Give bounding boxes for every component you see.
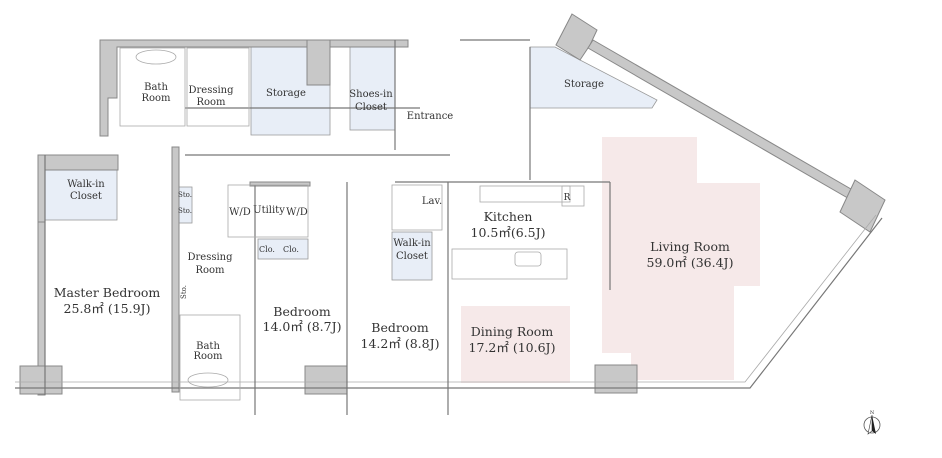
storage-right-area	[529, 46, 658, 109]
storage-right-label: Storage	[564, 79, 604, 90]
bedroom-1-area: 14.0㎡ (8.7J)	[263, 319, 342, 334]
kitchen-label: Kitchen	[484, 209, 533, 224]
clo-2-label: Clo.	[283, 245, 299, 254]
shoes-closet-label-2: Closet	[355, 102, 387, 113]
dressing-bottom-label-2: Room	[195, 265, 225, 276]
sto-2-label: Sto.	[178, 207, 192, 215]
walls	[19, 13, 886, 396]
storage-center-label: Storage	[266, 88, 306, 99]
bath-bottom-label-2: Room	[193, 351, 223, 362]
dining-area: 17.2㎡ (10.6J)	[469, 340, 556, 355]
utility-label: Utility	[253, 205, 285, 216]
master-bedroom-label: Master Bedroom	[54, 285, 161, 300]
shoes-closet-area	[349, 44, 396, 131]
outlines	[15, 39, 883, 415]
kitchen-area: 10.5㎡(6.5J)	[471, 225, 546, 240]
walkin-master-label: Walk-in	[67, 179, 105, 190]
clo-1-label: Clo.	[259, 245, 275, 254]
living-label: Living Room	[650, 239, 730, 254]
bath-top-label: Bath	[144, 82, 168, 93]
walkin-2-area	[391, 231, 433, 281]
clo-area	[257, 238, 309, 260]
living-room-highlight	[602, 137, 760, 380]
entrance-label: Entrance	[407, 111, 454, 122]
wd-left-label: W/D	[229, 207, 251, 218]
sto-3-label: Sto.	[180, 285, 188, 299]
walkin-master-label-2: Closet	[70, 191, 102, 202]
bedroom-2-area: 14.2㎡ (8.8J)	[361, 336, 440, 351]
compass-label: N	[870, 410, 875, 416]
sto-1-label: Sto.	[178, 191, 192, 199]
bedroom-2-label: Bedroom	[371, 320, 429, 335]
walkin-2-label-2: Closet	[396, 251, 428, 262]
wd-right-label: W/D	[286, 207, 308, 218]
walkin-2-label: Walk-in	[393, 238, 431, 249]
lav-label: Lav.	[422, 196, 442, 207]
compass-icon: N	[863, 410, 881, 435]
living-area: 59.0㎡ (36.4J)	[647, 255, 734, 270]
dressing-top-label: Dressing	[188, 85, 234, 96]
dining-label: Dining Room	[471, 324, 554, 339]
refrigerator-label: R	[564, 193, 571, 203]
dressing-bottom-label: Dressing	[187, 252, 233, 263]
dining-room-highlight	[461, 306, 570, 383]
master-bedroom-area: 25.8㎡ (15.9J)	[64, 301, 151, 316]
shoes-closet-label: Shoes-in	[349, 89, 393, 100]
bath-bottom-label: Bath	[196, 341, 220, 352]
bath-top-label-2: Room	[141, 93, 171, 104]
dressing-top-label-2: Room	[196, 97, 226, 108]
bedroom-1-label: Bedroom	[273, 304, 331, 319]
